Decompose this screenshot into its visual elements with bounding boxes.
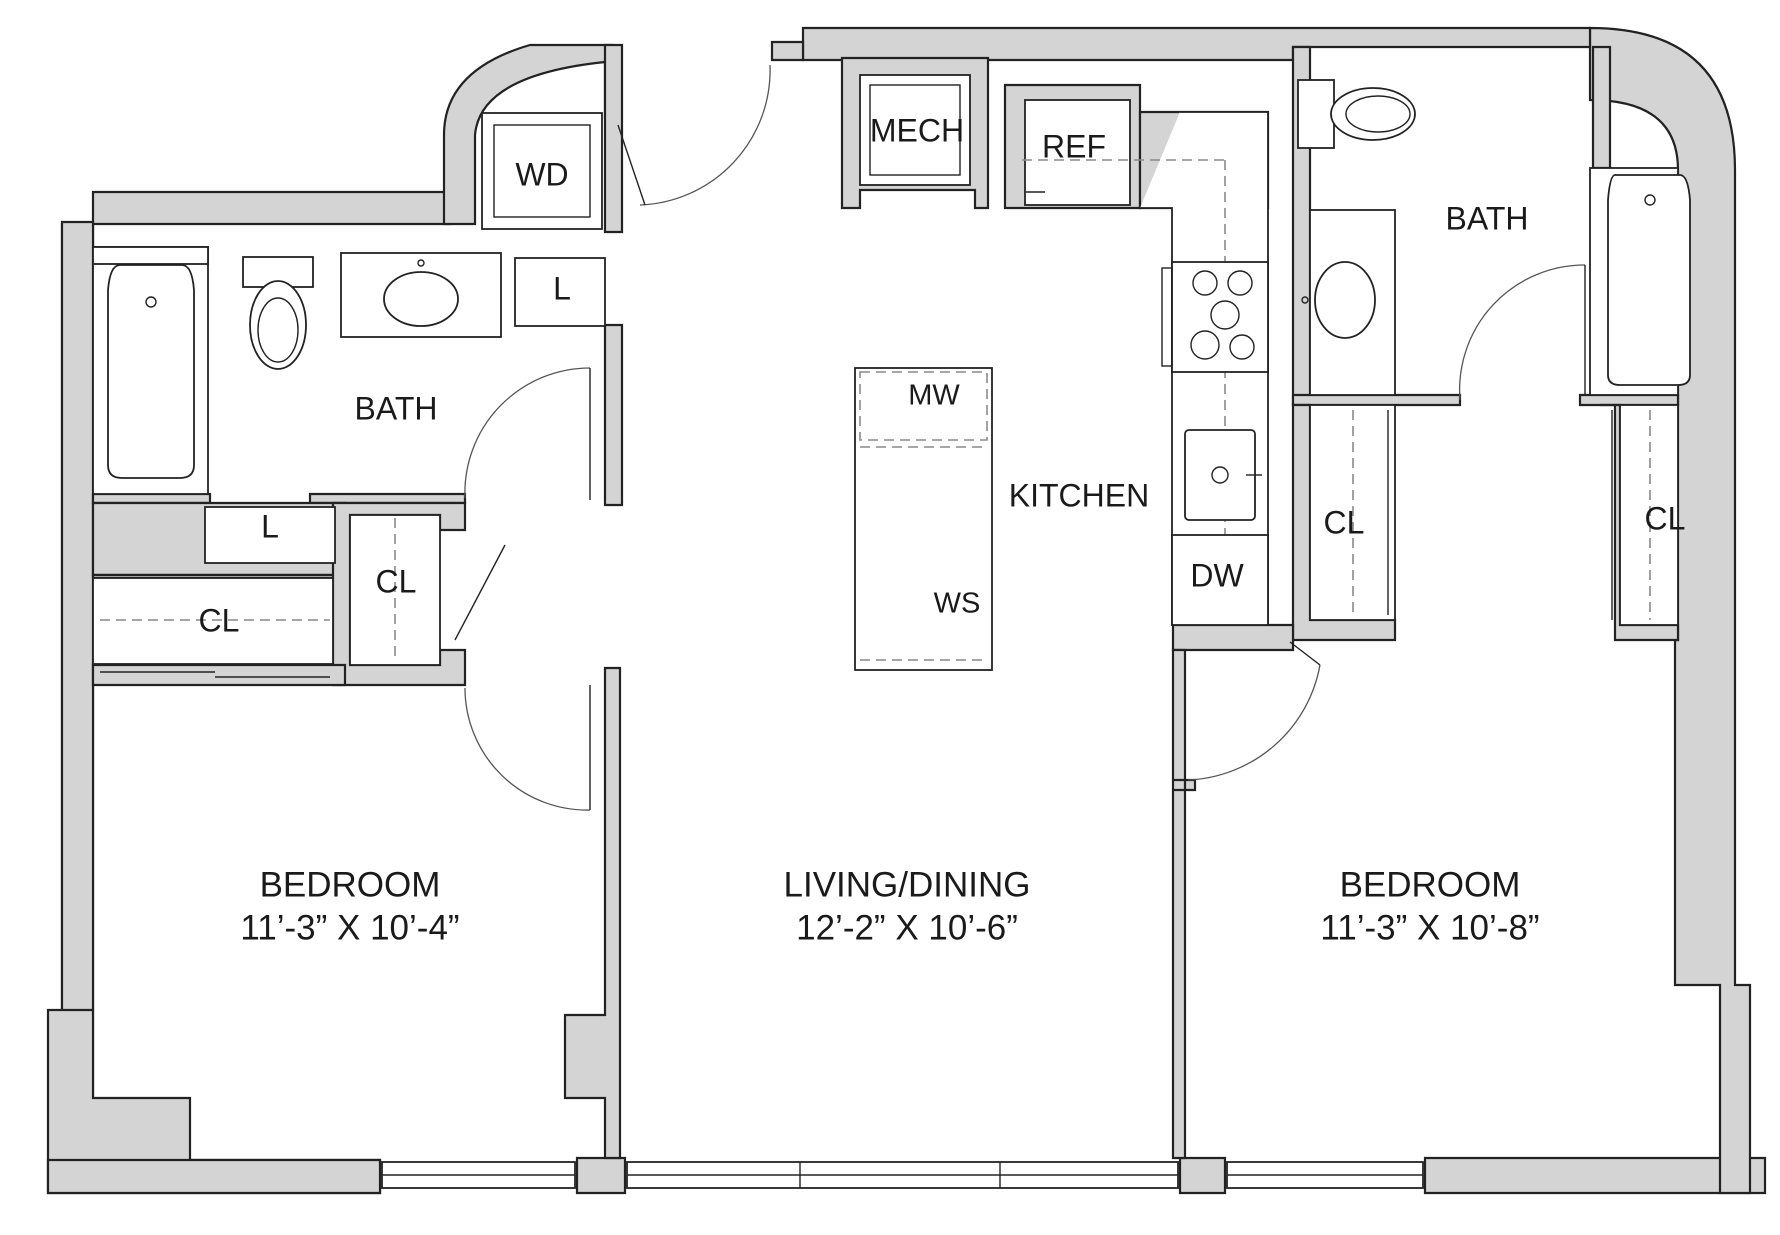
label-dw: DW <box>1190 557 1244 593</box>
label-wd: WD <box>515 156 568 192</box>
label-closet-right-b: CL <box>1645 500 1686 536</box>
bathtub-left <box>92 246 209 495</box>
door-swing-entry <box>639 64 771 206</box>
wall-bath-right-tub <box>1591 45 1612 170</box>
vanity-left <box>340 252 502 338</box>
window-bottom-center <box>626 1161 1179 1189</box>
window-bottom-left <box>381 1161 576 1189</box>
wall-bath-left-right <box>603 323 624 507</box>
label-mw: MW <box>908 380 960 412</box>
range <box>1161 261 1269 373</box>
wall-bottom-right <box>1423 1156 1767 1195</box>
wall-bath-left-bottom <box>91 492 467 505</box>
refrigerator <box>1024 99 1131 206</box>
bathtub-right <box>1589 167 1691 396</box>
vanity-right <box>1301 209 1396 396</box>
wall-laundry-right <box>603 43 624 234</box>
door-swing-bath-left <box>464 367 591 499</box>
wall-bedroom-right-left <box>1171 648 1197 1160</box>
label-ref: REF <box>1042 128 1106 164</box>
label-linen-upper: L <box>553 270 571 306</box>
wall-bottom-center-left <box>575 1156 627 1195</box>
label-bedroom-left-size: 11’-3” X 10’-4” <box>240 908 459 947</box>
label-closet-hall: CL <box>376 563 417 599</box>
window-bottom-right <box>1226 1161 1424 1189</box>
kitchen-sink <box>1184 429 1262 521</box>
washer-dryer <box>481 112 603 230</box>
label-living: LIVING/DINING <box>784 865 1031 904</box>
kitchen-island <box>854 367 993 671</box>
wall-bottom-center-right <box>1178 1156 1227 1195</box>
wall-top <box>801 26 1592 62</box>
wall-kitchen-counter-end <box>1171 623 1295 652</box>
label-mech: MECH <box>870 112 964 148</box>
label-ws: WS <box>934 588 981 620</box>
dishwasher <box>1171 534 1269 626</box>
closet-right-b <box>1619 404 1679 626</box>
linen-closet-upper <box>514 257 606 327</box>
label-closet-bed-left: CL <box>199 602 240 638</box>
door-swing-bedroom-right <box>1187 664 1321 781</box>
label-bedroom-left: BEDROOM <box>260 865 441 904</box>
mech-closet <box>859 74 971 186</box>
label-bath-left: BATH <box>355 390 438 426</box>
wall-bedroom-left-top <box>91 663 347 687</box>
wall-right-exterior <box>1588 26 1752 1195</box>
linen-closet-lower <box>204 506 336 564</box>
closet-hall-door <box>454 544 506 641</box>
closet-bedroom-left <box>92 577 334 665</box>
toilet-left <box>242 256 314 370</box>
label-bedroom-right-size: 11’-3” X 10’-8” <box>1320 908 1539 947</box>
wall-bottom-left <box>46 1158 382 1195</box>
door-swing-bedroom-left <box>464 687 591 811</box>
label-bedroom-right: BEDROOM <box>1340 865 1521 904</box>
door-swing-bath-right <box>1458 264 1586 401</box>
label-kitchen: KITCHEN <box>1009 477 1149 513</box>
label-bath-right: BATH <box>1446 200 1529 236</box>
toilet-right <box>1297 79 1416 149</box>
wall-entry-top <box>770 40 805 62</box>
label-closet-right-a: CL <box>1324 504 1365 540</box>
wall-living-left <box>563 666 622 1160</box>
wall-bath-right-bottom <box>1291 393 1680 407</box>
label-linen-lower: L <box>261 508 279 544</box>
label-living-size: 12’-2” X 10’-6” <box>796 908 1018 947</box>
